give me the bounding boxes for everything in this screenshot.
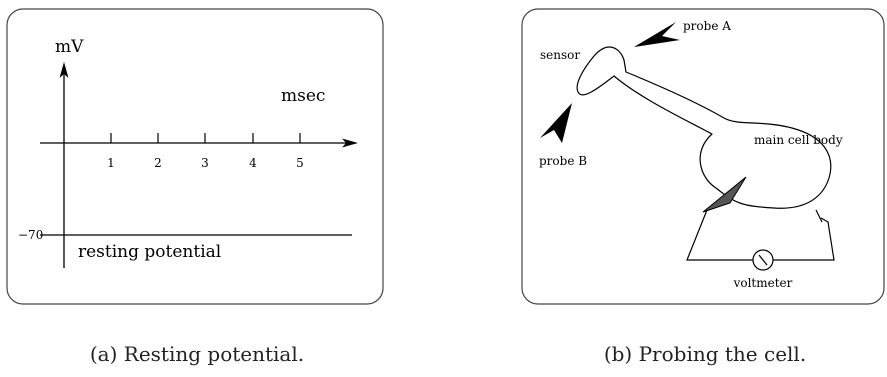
voltmeter-wire-left	[686, 209, 810, 261]
panel-a: mV msec 1 2 3 4 5 −70 resting potential	[6, 8, 384, 305]
y-tick-label-minus-70: −70	[18, 228, 43, 242]
voltmeter-label: voltmeter	[733, 276, 793, 290]
panel-a-frame	[6, 8, 384, 305]
probe-a-label: probe A	[683, 19, 731, 33]
resting-potential-label: resting potential	[78, 242, 221, 262]
panel-b-frame	[521, 8, 885, 305]
y-axis-arrowhead	[59, 62, 69, 78]
sensor-label: sensor	[540, 48, 580, 62]
main-cell-body-label: main cell body	[754, 133, 843, 147]
x-axis-unit: msec	[281, 86, 325, 106]
x-axis-arrowhead	[342, 138, 358, 148]
x-tick-label-3: 3	[201, 156, 209, 170]
voltmeter-needle	[758, 254, 768, 266]
probe-b-label: probe B	[539, 154, 587, 168]
caption-a: (a) Resting potential.	[90, 342, 304, 366]
ground-electrode	[815, 209, 823, 223]
x-tick-label-1: 1	[107, 156, 115, 170]
cell-outline	[576, 46, 832, 209]
y-axis-unit: mV	[55, 37, 84, 57]
probe-a-icon	[634, 22, 680, 47]
caption-b: (b) Probing the cell.	[604, 342, 806, 366]
probe-b-icon	[540, 103, 572, 143]
voltmeter-wire-right	[810, 217, 835, 261]
electrode-icon	[702, 176, 747, 213]
x-tick-label-5: 5	[296, 156, 304, 170]
x-tick-label-2: 2	[154, 156, 162, 170]
panel-b: probe A sensor probe B main cell body vo…	[521, 8, 885, 305]
x-tick-label-4: 4	[249, 156, 257, 170]
